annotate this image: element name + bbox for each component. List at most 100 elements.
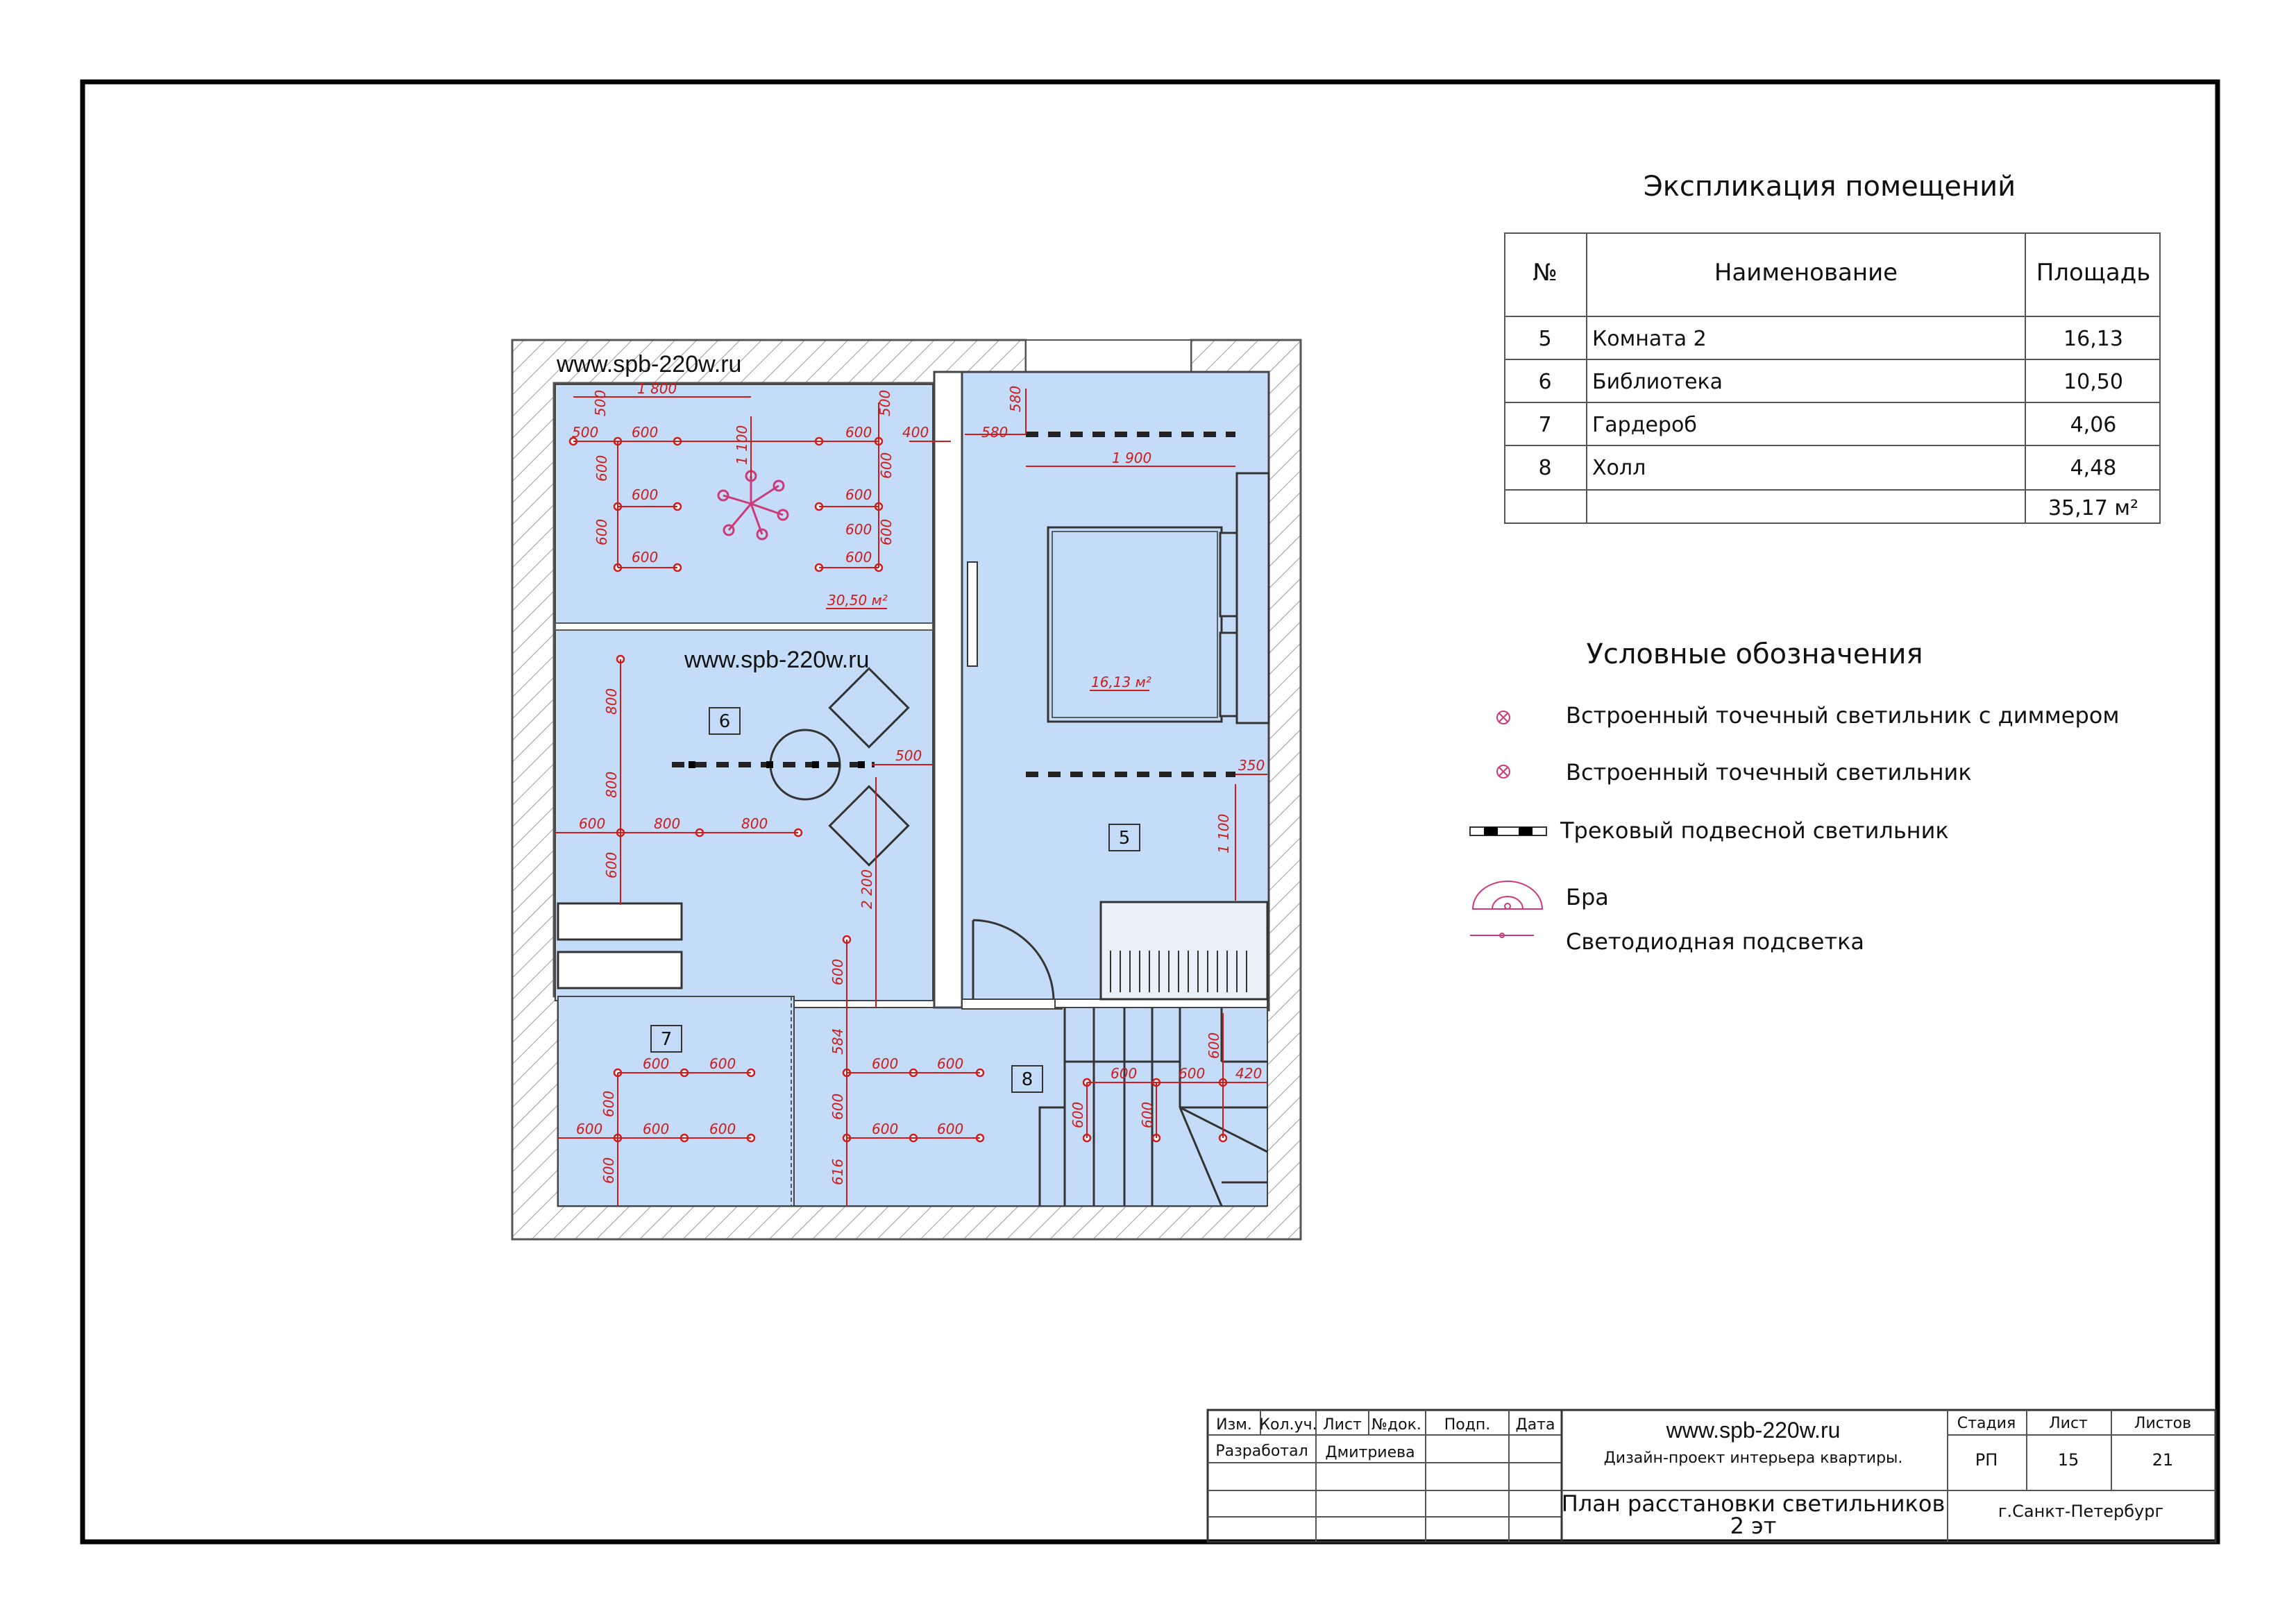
svg-text:Библиотека: Библиотека — [1592, 370, 1723, 394]
dim-label: 600 — [845, 486, 872, 503]
stamp-header-cell: Изм. — [1216, 1416, 1252, 1434]
dim-label: 584 — [829, 1028, 846, 1055]
stamp-project: Дизайн-проект интерьера квартиры. — [1604, 1450, 1903, 1467]
sheet-frame — [80, 79, 2220, 1545]
dim-label: 350 — [1238, 757, 1265, 774]
sconce-icon — [1471, 881, 1544, 910]
area-label-bedroom-underline — [1090, 690, 1149, 691]
explication-header-num: № — [1533, 259, 1557, 287]
area-label-top-left: 30,50 м² — [827, 592, 888, 609]
dim-label: 1 900 — [1112, 450, 1151, 466]
stamp-header-cell: Лист — [1323, 1416, 1362, 1434]
explication-total: 35,17 м² — [2048, 496, 2138, 520]
svg-text:7: 7 — [661, 1029, 673, 1050]
dim-label: 600 — [937, 1055, 963, 1072]
dim-label: 500 — [592, 390, 609, 416]
watermark-top: www.spb-220w.ru — [556, 351, 741, 377]
svg-text:8: 8 — [1538, 456, 1551, 480]
dim-label: 600 — [1206, 1033, 1222, 1059]
stamp-sheets-total: 21 — [2152, 1450, 2174, 1470]
svg-text:16,13: 16,13 — [2063, 327, 2123, 351]
stamp-stage: РП — [1975, 1450, 1998, 1470]
title-block: Изм. Кол.уч. Лист №док. Подп. Дата Разра… — [1206, 1409, 2217, 1543]
stamp-site: www.spb-220w.ru — [1666, 1418, 1841, 1443]
stamp-header-cell: Подп. — [1444, 1416, 1491, 1434]
explication-row: 5 Комната 2 16,13 — [1538, 327, 2122, 351]
explication-header-area: Площадь — [2036, 259, 2151, 287]
stamp-developer: Дмитриева — [1325, 1444, 1415, 1461]
stamp-header-cell: Дата — [1516, 1416, 1555, 1434]
legend-label: Трековый подвесной светильник — [1560, 817, 1949, 844]
partition — [555, 622, 934, 631]
floor-plan: 1 800 500 500 600 500 400 1 100 600 600 … — [511, 339, 1302, 1241]
bedroom-door — [972, 919, 1055, 1000]
legend-label: Бра — [1566, 884, 1609, 910]
bed — [1047, 472, 1270, 724]
window-opening — [1025, 339, 1192, 373]
dim-label: 500 — [877, 390, 893, 416]
watermark-library: www.spb-220w.ru — [684, 647, 869, 673]
library-furniture — [769, 667, 910, 867]
dim-label: 600 — [632, 424, 658, 441]
explication-row: 6 Библиотека 10,50 — [1538, 370, 2122, 394]
wardrobe-shelf-2 — [557, 951, 683, 989]
dim-label: 1 100 — [1215, 814, 1232, 853]
stamp-stage-label: Стадия — [1957, 1415, 2016, 1432]
stamp-sheets-label: Листов — [2134, 1415, 2191, 1432]
explication-row: 7 Гардероб 4,06 — [1538, 413, 2116, 437]
svg-text:7: 7 — [1538, 413, 1551, 437]
room-tag-5: 5 — [1108, 824, 1140, 851]
stamp-header-cell: Кол.уч. — [1259, 1416, 1317, 1434]
spotlight-icon — [1496, 765, 1510, 779]
stamp-city: г.Санкт-Петербург — [1998, 1502, 2163, 1521]
svg-text:6: 6 — [719, 711, 731, 732]
closet-hangers — [1110, 951, 1247, 992]
dim-label: 600 — [1111, 1065, 1137, 1082]
legend: Условные обозначения Встроенный точечный… — [1469, 638, 2120, 955]
legend-label: Светодиодная подсветка — [1566, 928, 1864, 955]
dimension-labels: 1 800 500 500 600 500 400 1 100 600 600 … — [572, 380, 1265, 1185]
svg-text:10,50: 10,50 — [2063, 370, 2123, 394]
svg-text:4,06: 4,06 — [2070, 413, 2117, 437]
explication-row: 8 Холл 4,48 — [1538, 456, 2116, 480]
dimmer-spotlight-icon — [1496, 711, 1510, 724]
inner-wall — [933, 371, 963, 1009]
dim-label: 600 — [829, 1094, 846, 1120]
dim-label: 616 — [829, 1159, 846, 1185]
dim-label: 580 — [981, 424, 1008, 441]
svg-text:5: 5 — [1119, 828, 1131, 849]
dim-label: 600 — [632, 549, 658, 566]
dim-label: 600 — [845, 549, 872, 566]
dim-label: 600 — [593, 519, 610, 545]
legend-title: Условные обозначения — [1586, 638, 1923, 670]
wall-panel — [967, 561, 978, 667]
dim-label: 580 — [1007, 386, 1024, 412]
stamp-header-cell: №док. — [1371, 1416, 1421, 1434]
legend-label: Встроенный точечный светильник с диммеро… — [1566, 702, 2120, 729]
dim-label: 600 — [845, 424, 872, 441]
stamp-sheet-subtitle: 2 эт — [1730, 1513, 1777, 1539]
dim-label: 600 — [878, 519, 895, 545]
dim-label: 420 — [1235, 1065, 1262, 1082]
room-tag-6: 6 — [709, 707, 741, 735]
area-label-top-left-underline — [826, 608, 887, 609]
svg-text:8: 8 — [1022, 1069, 1033, 1090]
bedroom-closet — [1099, 901, 1269, 1001]
dim-label: 800 — [741, 815, 768, 832]
svg-text:Комната 2: Комната 2 — [1592, 327, 1707, 351]
svg-text:6: 6 — [1538, 370, 1551, 394]
dim-label: 800 — [654, 815, 680, 832]
dim-label: 600 — [878, 452, 895, 479]
legend-label: Встроенный точечный светильник — [1566, 759, 1972, 785]
stamp-sheet-num: 15 — [2058, 1450, 2079, 1470]
dim-label: 600 — [872, 1055, 898, 1072]
dimension-lines — [555, 389, 1267, 1206]
dim-label: 800 — [603, 772, 620, 798]
dim-label: 600 — [593, 455, 610, 482]
room-tag-8: 8 — [1011, 1065, 1043, 1093]
stamp-developed-label: Разработал — [1215, 1443, 1308, 1460]
dim-label: 600 — [603, 852, 620, 878]
svg-text:4,48: 4,48 — [2070, 456, 2117, 480]
dim-label: 600 — [579, 815, 605, 832]
